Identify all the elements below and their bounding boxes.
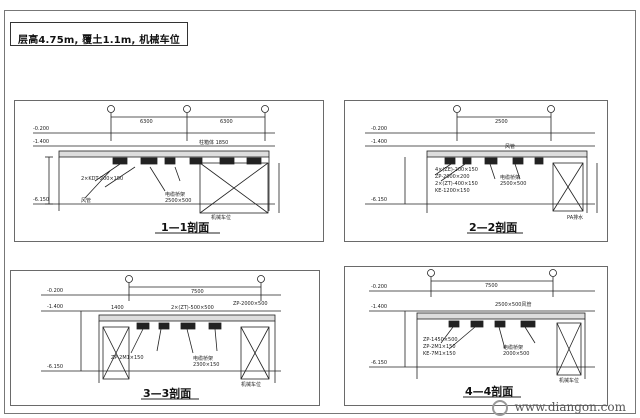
- section-1-drawing: [33, 105, 280, 234]
- dim-left: 6300: [140, 119, 153, 125]
- section-4-drawing: [369, 269, 595, 398]
- note-1: ZP-1450×500: [423, 337, 458, 343]
- note-3: 2×(ZT)-400×150: [435, 181, 478, 187]
- drawing-frame: [4, 10, 636, 414]
- section-2-drawing: [365, 105, 598, 234]
- section-panel-1: 6300 6300 -0.200 -1.400 -6.150 柱箱体 1850 …: [14, 100, 324, 242]
- note-3: KE-7M1×150: [423, 351, 456, 357]
- note-1: 2×KDT-200×150: [81, 176, 124, 182]
- note-3: 2500×500: [165, 198, 192, 204]
- note-2: ZP-2000×200: [435, 174, 470, 180]
- level-mid: -1.400: [371, 139, 388, 145]
- note-4: KE-1200×150: [435, 188, 470, 194]
- note-5: 2000×500: [503, 351, 530, 357]
- note-4: 风管: [81, 198, 92, 204]
- label-box: ZP-2000×500: [233, 301, 268, 307]
- section-caption-3: 3—3剖面: [143, 387, 192, 400]
- note-2: 2×(ZT)-500×500: [171, 305, 214, 311]
- bottom-note: 机械车位: [559, 378, 580, 384]
- level-bottom: -6.150: [33, 197, 50, 203]
- bottom-note: 机械车位: [241, 382, 262, 388]
- drawing-title: 层高4.75m, 覆土1.1m, 机械车位: [18, 35, 180, 46]
- note-4: 电缆桥架: [193, 356, 214, 362]
- section-3-drawing: [41, 275, 281, 400]
- level-top: -0.200: [371, 126, 388, 132]
- section-caption-2: 2—2剖面: [469, 221, 518, 234]
- watermark-logo-icon: [492, 400, 508, 416]
- note-5: 2500×500: [500, 181, 527, 187]
- note-1: 1400: [111, 305, 124, 311]
- note-4: 电缆桥架: [503, 345, 524, 351]
- section-panel-2: 2500 -0.200 -1.400 -6.150 风管 4×(ZE)-200×…: [344, 100, 608, 242]
- level-bottom: -6.150: [47, 364, 64, 370]
- dim-right: 6300: [220, 119, 233, 125]
- note-2: 电缆桥架: [165, 192, 186, 198]
- level-bottom: -6.150: [371, 197, 388, 203]
- label-box: 2500×500风管: [495, 302, 532, 308]
- watermark-text: www.diangon.com: [514, 400, 626, 414]
- label-box: 柱箱体 1850: [199, 140, 229, 146]
- level-top: -0.200: [371, 284, 388, 290]
- dim-left: 7500: [485, 283, 498, 289]
- level-mid: -1.400: [33, 139, 50, 145]
- label-box: 风管: [505, 144, 516, 150]
- note-5: 2300×150: [193, 362, 220, 368]
- level-mid: -1.400: [47, 304, 64, 310]
- note-2: ZP-2M1×150: [423, 344, 456, 350]
- level-mid: -1.400: [371, 304, 388, 310]
- level-top: -0.200: [47, 288, 64, 294]
- level-top: -0.200: [33, 126, 50, 132]
- note-3: ZP-2M1×150: [111, 355, 144, 361]
- title-box: [10, 22, 188, 46]
- dim-left: 7500: [191, 289, 204, 295]
- section-panel-4: 7500 -0.200 -1.400 -6.150 2500×500风管 ZP-…: [344, 266, 608, 406]
- note-1: 4×(ZE)-200×150: [435, 167, 478, 173]
- note-6: 电缆桥架: [500, 175, 521, 181]
- section-caption-1: 1—1剖面: [161, 221, 210, 234]
- bottom-note: PA排水: [567, 215, 584, 221]
- section-panel-3: 7500 -0.200 -1.400 -6.150 ZP-2000×500 14…: [10, 270, 320, 406]
- bottom-note: 机械车位: [211, 215, 232, 221]
- level-bottom: -6.150: [371, 360, 388, 366]
- section-caption-4: 4—4剖面: [465, 385, 514, 398]
- dim-left: 2500: [495, 119, 508, 125]
